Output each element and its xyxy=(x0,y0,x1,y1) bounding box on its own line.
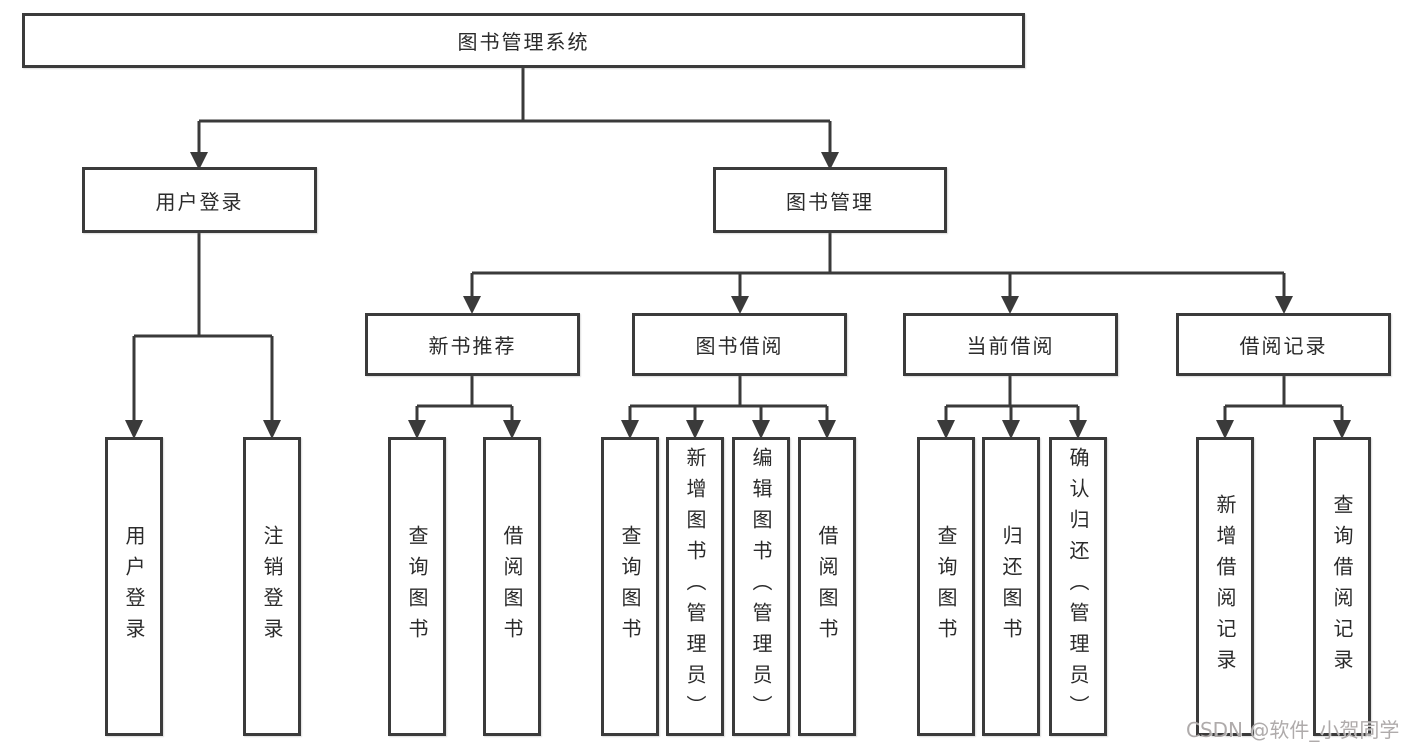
node-label: 借阅图书 xyxy=(815,524,839,649)
leaf-confirm-return-admin: 确认归还（管理员） xyxy=(1049,437,1107,736)
node-borrowing-records: 借阅记录 xyxy=(1176,313,1391,376)
leaf-add-borrow-record: 新增借阅记录 xyxy=(1196,437,1254,736)
node-label: 查询图书 xyxy=(934,524,958,649)
node-label: 新增图书（管理员） xyxy=(683,447,707,726)
node-new-book-recommendation: 新书推荐 xyxy=(365,313,580,376)
node-label: 用户登录 xyxy=(122,524,146,649)
leaf-query-books-borrowing: 查询图书 xyxy=(601,437,659,736)
node-label: 图书管理 xyxy=(786,189,874,214)
node-user-login: 用户登录 xyxy=(82,167,317,233)
leaf-query-borrow-record: 查询借阅记录 xyxy=(1313,437,1371,736)
node-label: 图书借阅 xyxy=(695,334,784,358)
node-label: 用户登录 xyxy=(155,189,244,214)
leaf-borrow-books-borrowing: 借阅图书 xyxy=(798,437,856,736)
node-label: 借阅记录 xyxy=(1239,334,1328,358)
leaf-query-books-current: 查询图书 xyxy=(917,437,975,736)
leaf-query-books-recommend: 查询图书 xyxy=(388,437,446,736)
node-label: 确认归还（管理员） xyxy=(1066,447,1090,726)
node-label: 新书推荐 xyxy=(428,334,517,358)
leaf-borrow-books-recommend: 借阅图书 xyxy=(483,437,541,736)
node-label: 当前借阅 xyxy=(966,334,1055,358)
node-book-management: 图书管理 xyxy=(713,167,947,233)
leaf-return-book: 归还图书 xyxy=(982,437,1040,736)
node-book-borrowing: 图书借阅 xyxy=(632,313,847,376)
node-label: 注销登录 xyxy=(260,524,284,649)
watermark: CSDN @软件_小贺同学 xyxy=(1186,718,1400,742)
leaf-add-book-admin: 新增图书（管理员） xyxy=(666,437,724,736)
leaf-user-login: 用户登录 xyxy=(105,437,163,736)
node-label: 查询图书 xyxy=(618,524,642,649)
node-label: 编辑图书（管理员） xyxy=(749,447,773,726)
node-label: 新增借阅记录 xyxy=(1213,493,1237,680)
node-label: 查询图书 xyxy=(405,524,429,649)
node-library-management-system: 图书管理系统 xyxy=(22,13,1025,68)
leaf-logout: 注销登录 xyxy=(243,437,301,736)
arrowheads xyxy=(125,152,1351,439)
connector-lines xyxy=(132,68,1344,423)
node-label: 图书管理系统 xyxy=(457,30,590,54)
leaf-edit-book-admin: 编辑图书（管理员） xyxy=(732,437,790,736)
node-label: 借阅图书 xyxy=(500,524,524,649)
node-label: 归还图书 xyxy=(999,524,1023,649)
node-label: 查询借阅记录 xyxy=(1330,493,1354,680)
node-current-borrowing: 当前借阅 xyxy=(903,313,1118,376)
